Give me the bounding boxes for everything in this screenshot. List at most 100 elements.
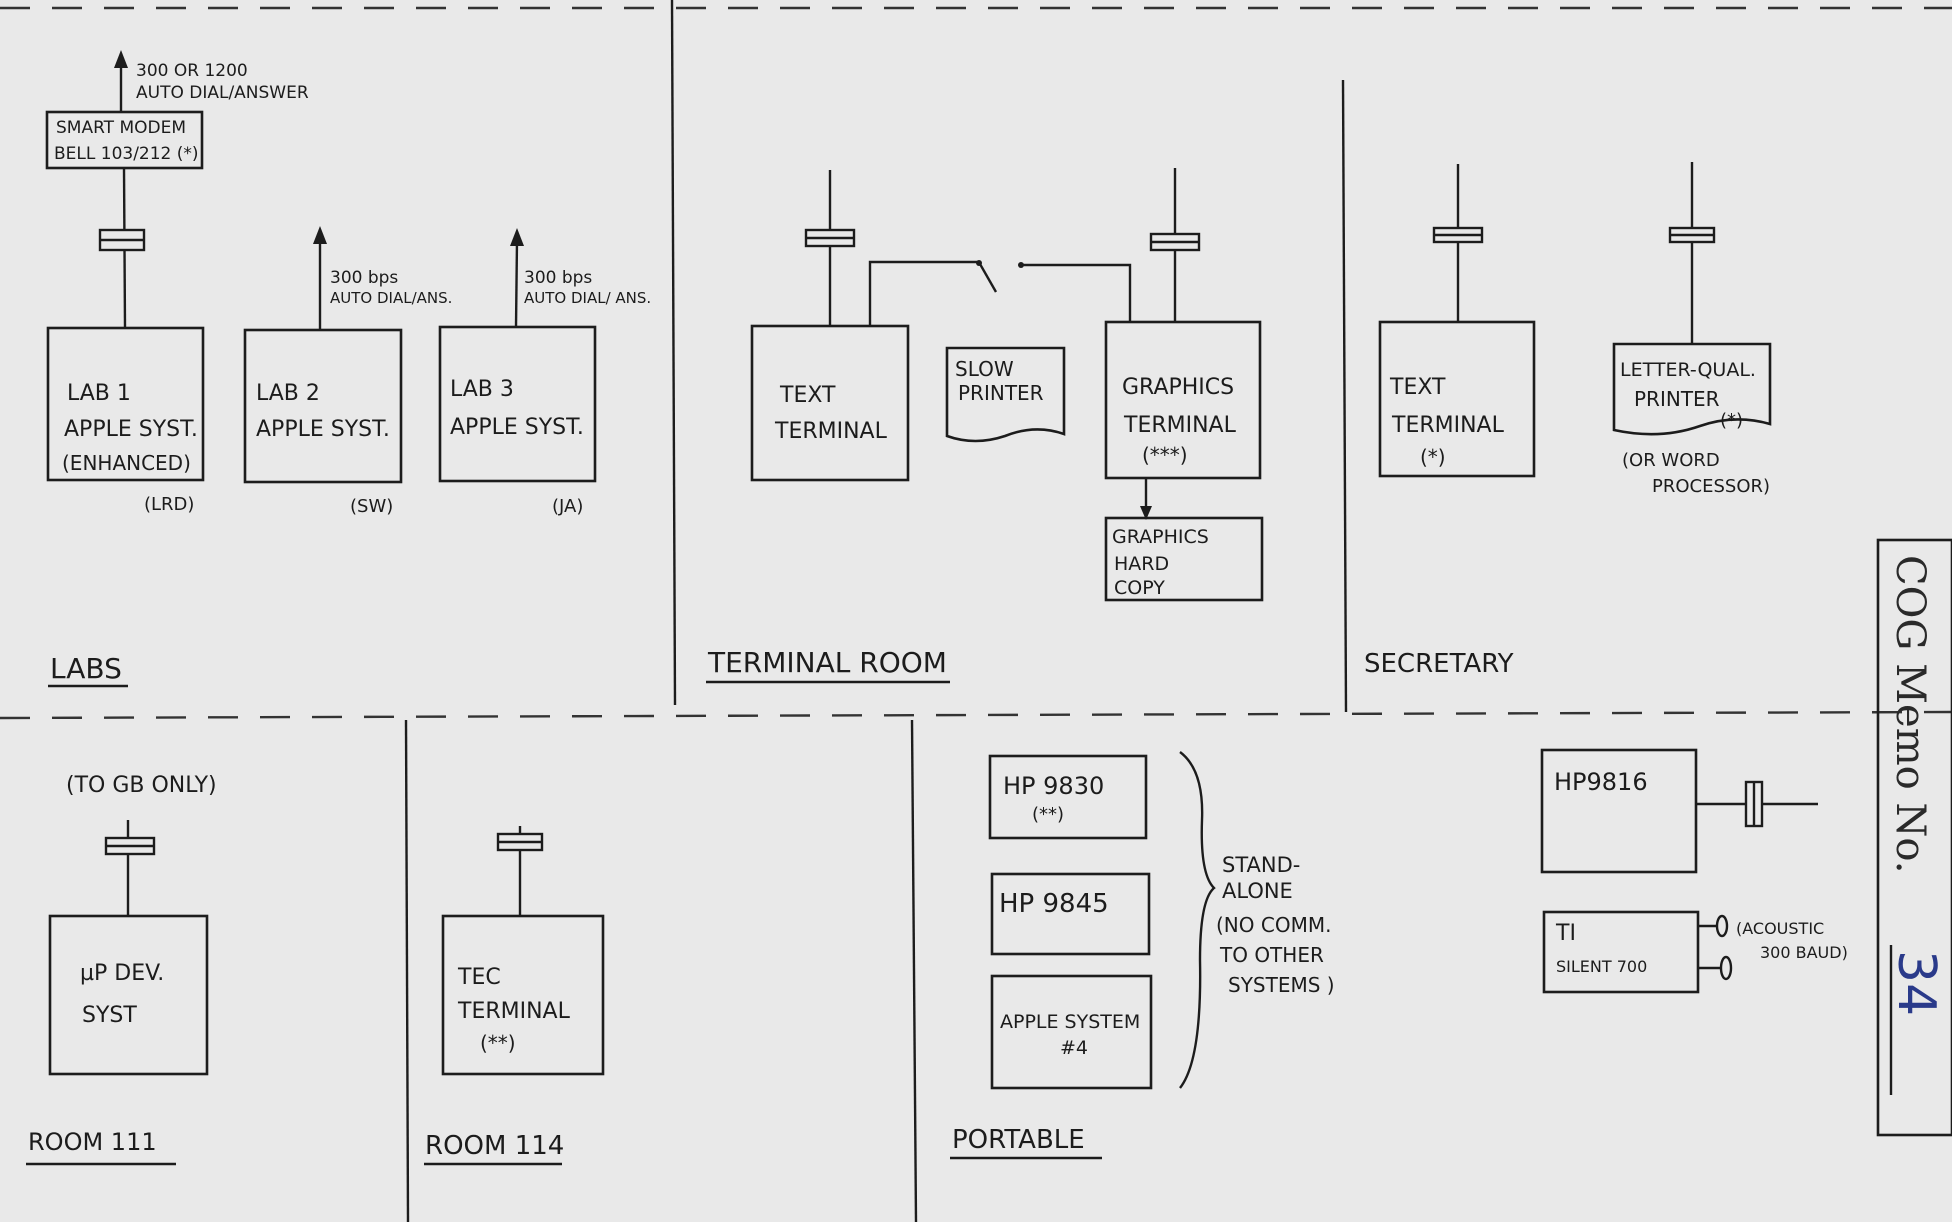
lab3-uplink [514,239,519,328]
slow-printer-line2: PRINTER [958,381,1044,405]
apple4-box [990,974,1153,1090]
room111-heading: ROOM 111 [28,1128,157,1156]
apple4-line1: APPLE SYSTEM [1000,1011,1140,1033]
letter-printer-note1: (OR WORD [1622,450,1720,471]
graphics-hardcopy-box [1104,516,1264,602]
hp9830-box [988,754,1148,840]
tec-terminal-line1: TEC [457,965,501,990]
apple4-line2: #4 [1060,1037,1088,1059]
lab3-owner: (JA) [552,496,583,517]
ti-silent700-line2: SILENT 700 [1556,957,1647,976]
acoustic-coupler-icon-2 [1719,955,1733,981]
lab2-note-speed: 300 bps [330,268,398,288]
lab3-box [438,325,597,483]
secretary-heading: SECRETARY [1364,649,1514,679]
modem-note-speed: 300 OR 1200 [136,61,248,81]
up-dev-system-line1: µP DEV. [80,961,164,986]
middle-dashed-divider [0,710,1952,720]
graphics-terminal-line1: GRAPHICS [1122,375,1234,400]
lab3-uplink-arrow-icon [510,228,524,246]
labs-area: 300 OR 1200 AUTO DIAL/ANSWER SMART MODEM… [45,50,651,688]
labs-heading: LABS [50,652,122,685]
text-terminal-line1: TEXT [779,383,836,408]
smart-modem-label: SMART MODEM [56,118,186,138]
graphics-hardcopy-line3: COPY [1114,577,1165,599]
graphics-hardcopy-line2: HARD [1114,553,1169,575]
graphics-terminal-line2: TERMINAL [1123,413,1237,438]
slow-printer-shape [945,346,1066,443]
secretary-area: TEXT TERMINAL (*) LETTER-QUAL. PRINTER (… [1364,162,1772,679]
lab3-note-dial: AUTO DIAL/ ANS. [524,289,651,307]
graphics-terminal-line3: (***) [1142,443,1188,467]
portable-heading: PORTABLE [952,1125,1085,1155]
ti-silent700-line1: TI [1555,921,1576,946]
room111-area: (TO GB ONLY) µP DEV. SYST ROOM 111 [26,773,217,1166]
graphics-hardcopy-line1: GRAPHICS [1112,526,1209,548]
lab3-name: LAB 3 [450,377,514,402]
memo-number: 34 [1886,950,1946,1016]
acoustic-coupler-icon [1715,914,1729,938]
text-terminal-box [750,324,910,482]
lab2-box [243,328,403,484]
tec-terminal-line3: (**) [480,1031,516,1055]
graphics-terminal-box [1104,320,1262,480]
memo-label-text: COG Memo No. [1887,555,1933,874]
secretary-terminal-line3: (*) [1420,445,1446,469]
printer-switch-icon [978,263,998,293]
up-dev-system-line2: SYST [82,1003,137,1028]
memo-label-box [1876,538,1952,1137]
hp9830-line1: HP 9830 [1003,772,1104,800]
smart-modem-model: BELL 103/212 (*) [54,144,199,164]
letter-printer-shape [1612,342,1772,436]
lab2-system: APPLE SYST. [256,417,390,442]
text-terminal-line2: TERMINAL [774,419,888,444]
ti-silent700-box [1542,910,1700,994]
printer-link-right [1021,263,1132,322]
divider-room111-room114 [404,719,410,1222]
hp9830-line2: (**) [1032,804,1064,825]
standalone-line4: TO OTHER [1219,943,1324,967]
letter-printer-line2: PRINTER [1634,387,1720,411]
secretary-terminal-line2: TERMINAL [1391,413,1505,438]
lab1-owner: (LRD) [144,494,194,515]
divider-terminal-secretary [1341,79,1348,713]
standalone-line2: ALONE [1222,879,1293,903]
tec-terminal-box [441,914,605,1076]
printer-link-left [868,260,978,326]
ti-note-baud: 300 BAUD) [1760,943,1848,962]
portable-area: HP 9830 (**) HP 9845 APPLE SYSTEM #4 STA… [950,748,1848,1160]
divider-labs-terminal [670,0,677,706]
memo-label: COG Memo No. 34 [1876,538,1952,1137]
standalone-brace-icon [1179,751,1216,1089]
lab1-box [46,326,205,482]
lab1-name: LAB 1 [67,381,131,406]
lab2-uplink-arrow-icon [313,226,327,244]
ti-note-acoustic: (ACOUSTIC [1736,919,1824,938]
modem-uplink-arrow-icon [114,50,128,68]
standalone-line3: (NO COMM. [1216,913,1331,937]
up-dev-system-box [48,914,209,1076]
terminal-room-area: TEXT TERMINAL SLOW PRINTER GRAPHICS TERM… [706,168,1264,684]
letter-printer-note2: PROCESSOR) [1652,476,1770,497]
lab3-note-speed: 300 bps [524,268,592,288]
lab2-note-dial: AUTO DIAL/ANS. [330,289,452,307]
hp9816-line1: HP9816 [1554,768,1648,796]
standalone-line5: SYSTEMS ) [1228,973,1335,997]
lab2-owner: (SW) [350,496,393,517]
hp9816-box [1540,748,1698,874]
divider-room114-portable [910,719,918,1222]
hp9845-box [990,872,1151,956]
lab1-system: APPLE SYST. [64,417,198,442]
room114-heading: ROOM 114 [425,1131,564,1161]
letter-printer-line1: LETTER-QUAL. [1620,359,1756,381]
room111-note: (TO GB ONLY) [66,773,217,798]
letter-printer-line3: (*) [1720,410,1743,431]
secretary-terminal-box [1378,320,1536,478]
secretary-terminal-line1: TEXT [1389,375,1446,400]
hp9845-line1: HP 9845 [999,889,1109,919]
slow-printer-line1: SLOW [955,357,1014,381]
terminal-room-heading: TERMINAL ROOM [707,646,947,679]
modem-note-dial: AUTO DIAL/ANSWER [136,83,309,103]
lab1-enhanced: (ENHANCED) [62,451,191,475]
